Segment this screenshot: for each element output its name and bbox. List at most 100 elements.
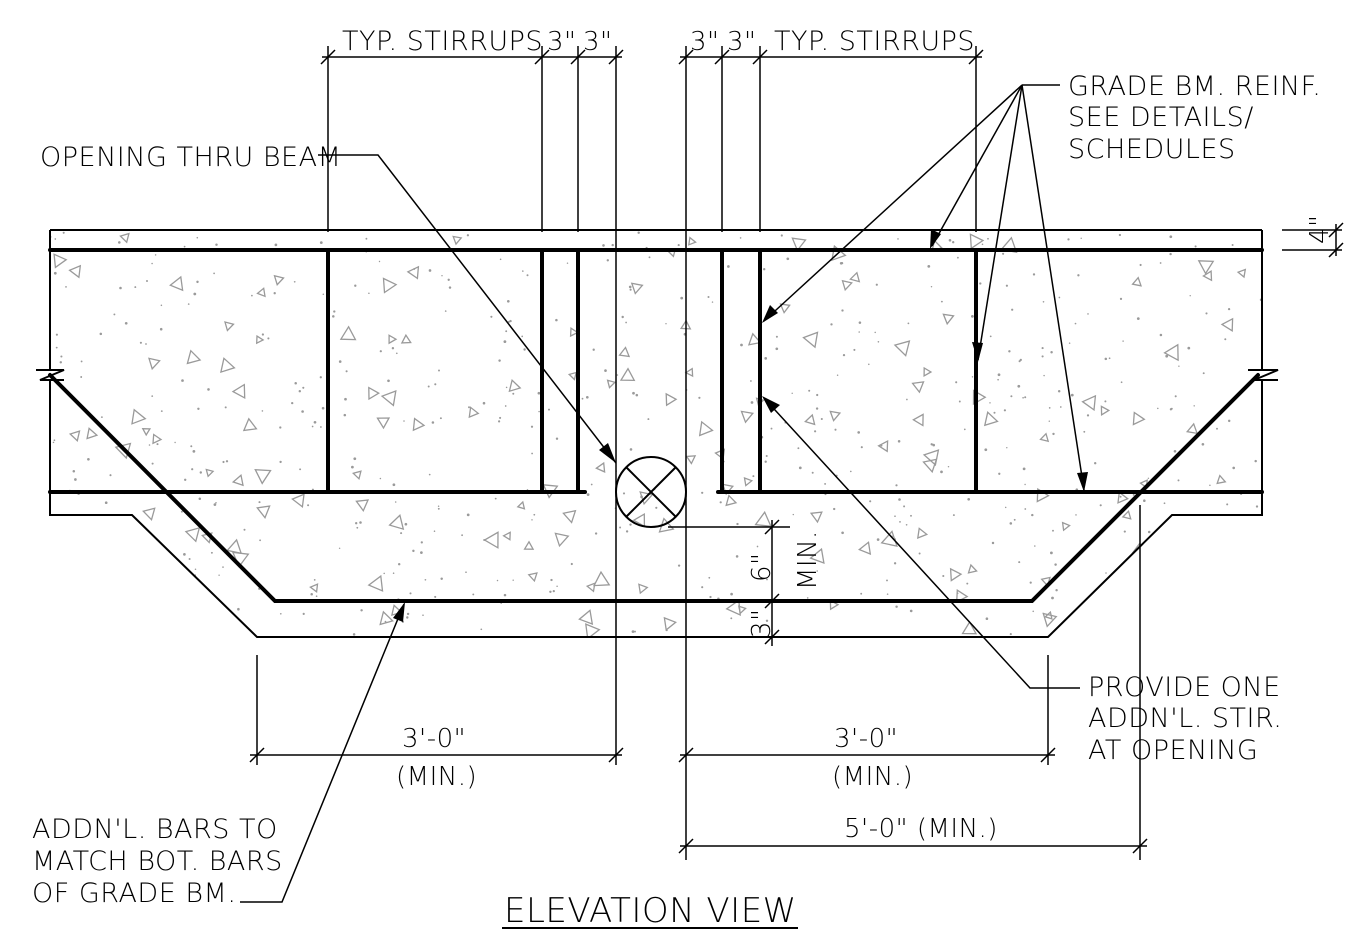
stipple-dot: [1002, 252, 1005, 255]
stipple-triangle: [877, 440, 889, 453]
stipple-dot: [894, 515, 896, 518]
stipple-dot: [1005, 284, 1009, 287]
stipple-triangle: [355, 499, 370, 512]
stipple-dot: [1104, 400, 1107, 403]
stipple-triangle: [141, 428, 152, 437]
stipple-triangle: [684, 367, 694, 378]
stipple-dot: [1132, 493, 1135, 496]
stipple-dot: [412, 549, 415, 553]
stipple-dot: [1004, 506, 1007, 509]
stipple-dot: [836, 374, 839, 376]
stipple-triangle: [912, 413, 924, 427]
stipple-triangle: [406, 265, 420, 280]
stipple-triangle: [309, 583, 319, 593]
stipple-triangle: [273, 274, 285, 286]
stipple-dot: [619, 526, 622, 529]
stipple-dot: [480, 628, 483, 631]
stipple-triangle: [567, 371, 578, 381]
stipple-dot: [665, 323, 667, 325]
stipple-dot: [566, 262, 569, 264]
stipple-dot: [1184, 556, 1187, 558]
stipple-dot: [1200, 532, 1203, 535]
stipple-dot: [1024, 483, 1026, 486]
stipple-dot: [530, 425, 534, 428]
dimension-lines: [249, 49, 1344, 854]
stipple-dot: [1216, 427, 1218, 430]
stipple-dot: [60, 355, 63, 358]
stipple-dot: [903, 505, 906, 508]
stipple-dot: [611, 243, 614, 247]
stipple-dot: [966, 582, 969, 585]
stipple-dot: [1050, 551, 1053, 555]
stipple-dot: [1238, 549, 1241, 552]
stipple-dot: [151, 395, 154, 397]
stipple-dot: [384, 620, 387, 623]
stipple-dot: [319, 376, 322, 379]
stipple-triangle: [698, 420, 714, 437]
stipple-triangle: [1044, 610, 1053, 620]
stipple-dot: [154, 254, 157, 256]
stipple-triangle: [737, 605, 747, 615]
stipple-dot: [906, 398, 908, 401]
addnl-bars-line3: OF GRADE BM.: [32, 878, 236, 909]
dim-3in-c: 3": [690, 27, 720, 57]
stipple-dot: [876, 538, 880, 541]
stipple-triangle: [339, 325, 357, 341]
stipple-dot: [918, 552, 921, 555]
stipple-dot: [1108, 357, 1111, 360]
stipple-dot: [62, 231, 65, 234]
stipple-dot: [302, 386, 305, 389]
stipple-triangle: [1061, 521, 1071, 532]
stipple-dot: [814, 430, 817, 433]
stipple-triangle: [380, 389, 397, 407]
stipple-dot: [394, 501, 397, 503]
stipple-dot: [1077, 274, 1080, 277]
stipple-dot: [434, 383, 437, 386]
stipple-dot: [509, 319, 512, 323]
stipple-triangle: [665, 392, 678, 407]
stipple-dot: [552, 589, 555, 593]
stipple-dot: [174, 441, 176, 444]
stipple-dot: [100, 550, 103, 552]
stipple-dot: [218, 574, 220, 576]
stipple-dot: [490, 315, 493, 318]
stipple-dot: [1034, 545, 1036, 547]
stipple-triangle: [452, 235, 463, 246]
stipple-triangle: [916, 527, 929, 540]
stipple-triangle: [256, 287, 266, 298]
stipple-dot: [1169, 235, 1173, 239]
dim-3in-a: 3": [547, 27, 577, 57]
stipple-dot: [775, 347, 779, 351]
stipple-dot: [93, 547, 95, 549]
stipple-dot: [1193, 405, 1195, 407]
stipple-dot: [139, 341, 142, 344]
stipple-dot: [1184, 540, 1187, 543]
stipple-dot: [420, 551, 423, 554]
stipple-dot: [313, 420, 317, 424]
stirrups: [326, 248, 978, 494]
stipple-triangle: [639, 491, 654, 506]
addnl-bars-line2: MATCH BOT. BARS: [32, 846, 283, 877]
stipple-dot: [222, 460, 225, 464]
stipple-dot: [188, 604, 191, 606]
stipple-dot: [719, 501, 722, 504]
stipple-dot: [749, 380, 752, 382]
stipple-dot: [332, 315, 335, 318]
stipple-dot: [183, 245, 186, 248]
stipple-triangle: [205, 468, 215, 478]
stipple-dot: [503, 340, 507, 343]
min-left: (MIN.): [396, 762, 477, 792]
stipple-dot: [764, 460, 767, 463]
dim-4in: 4": [1305, 214, 1335, 244]
stipple-dot: [997, 373, 1001, 377]
provide-one-line3: AT OPENING: [1088, 735, 1258, 766]
stipple-dot: [279, 426, 282, 429]
stipple-dot: [472, 593, 475, 596]
stipple-dot: [315, 595, 318, 598]
stipple-triangle: [606, 379, 617, 389]
stipple-dot: [1050, 351, 1053, 354]
stipple-dot: [858, 321, 862, 324]
stipple-dot: [468, 406, 470, 409]
stipple-dot: [99, 332, 103, 336]
stipple-dot: [188, 557, 191, 561]
